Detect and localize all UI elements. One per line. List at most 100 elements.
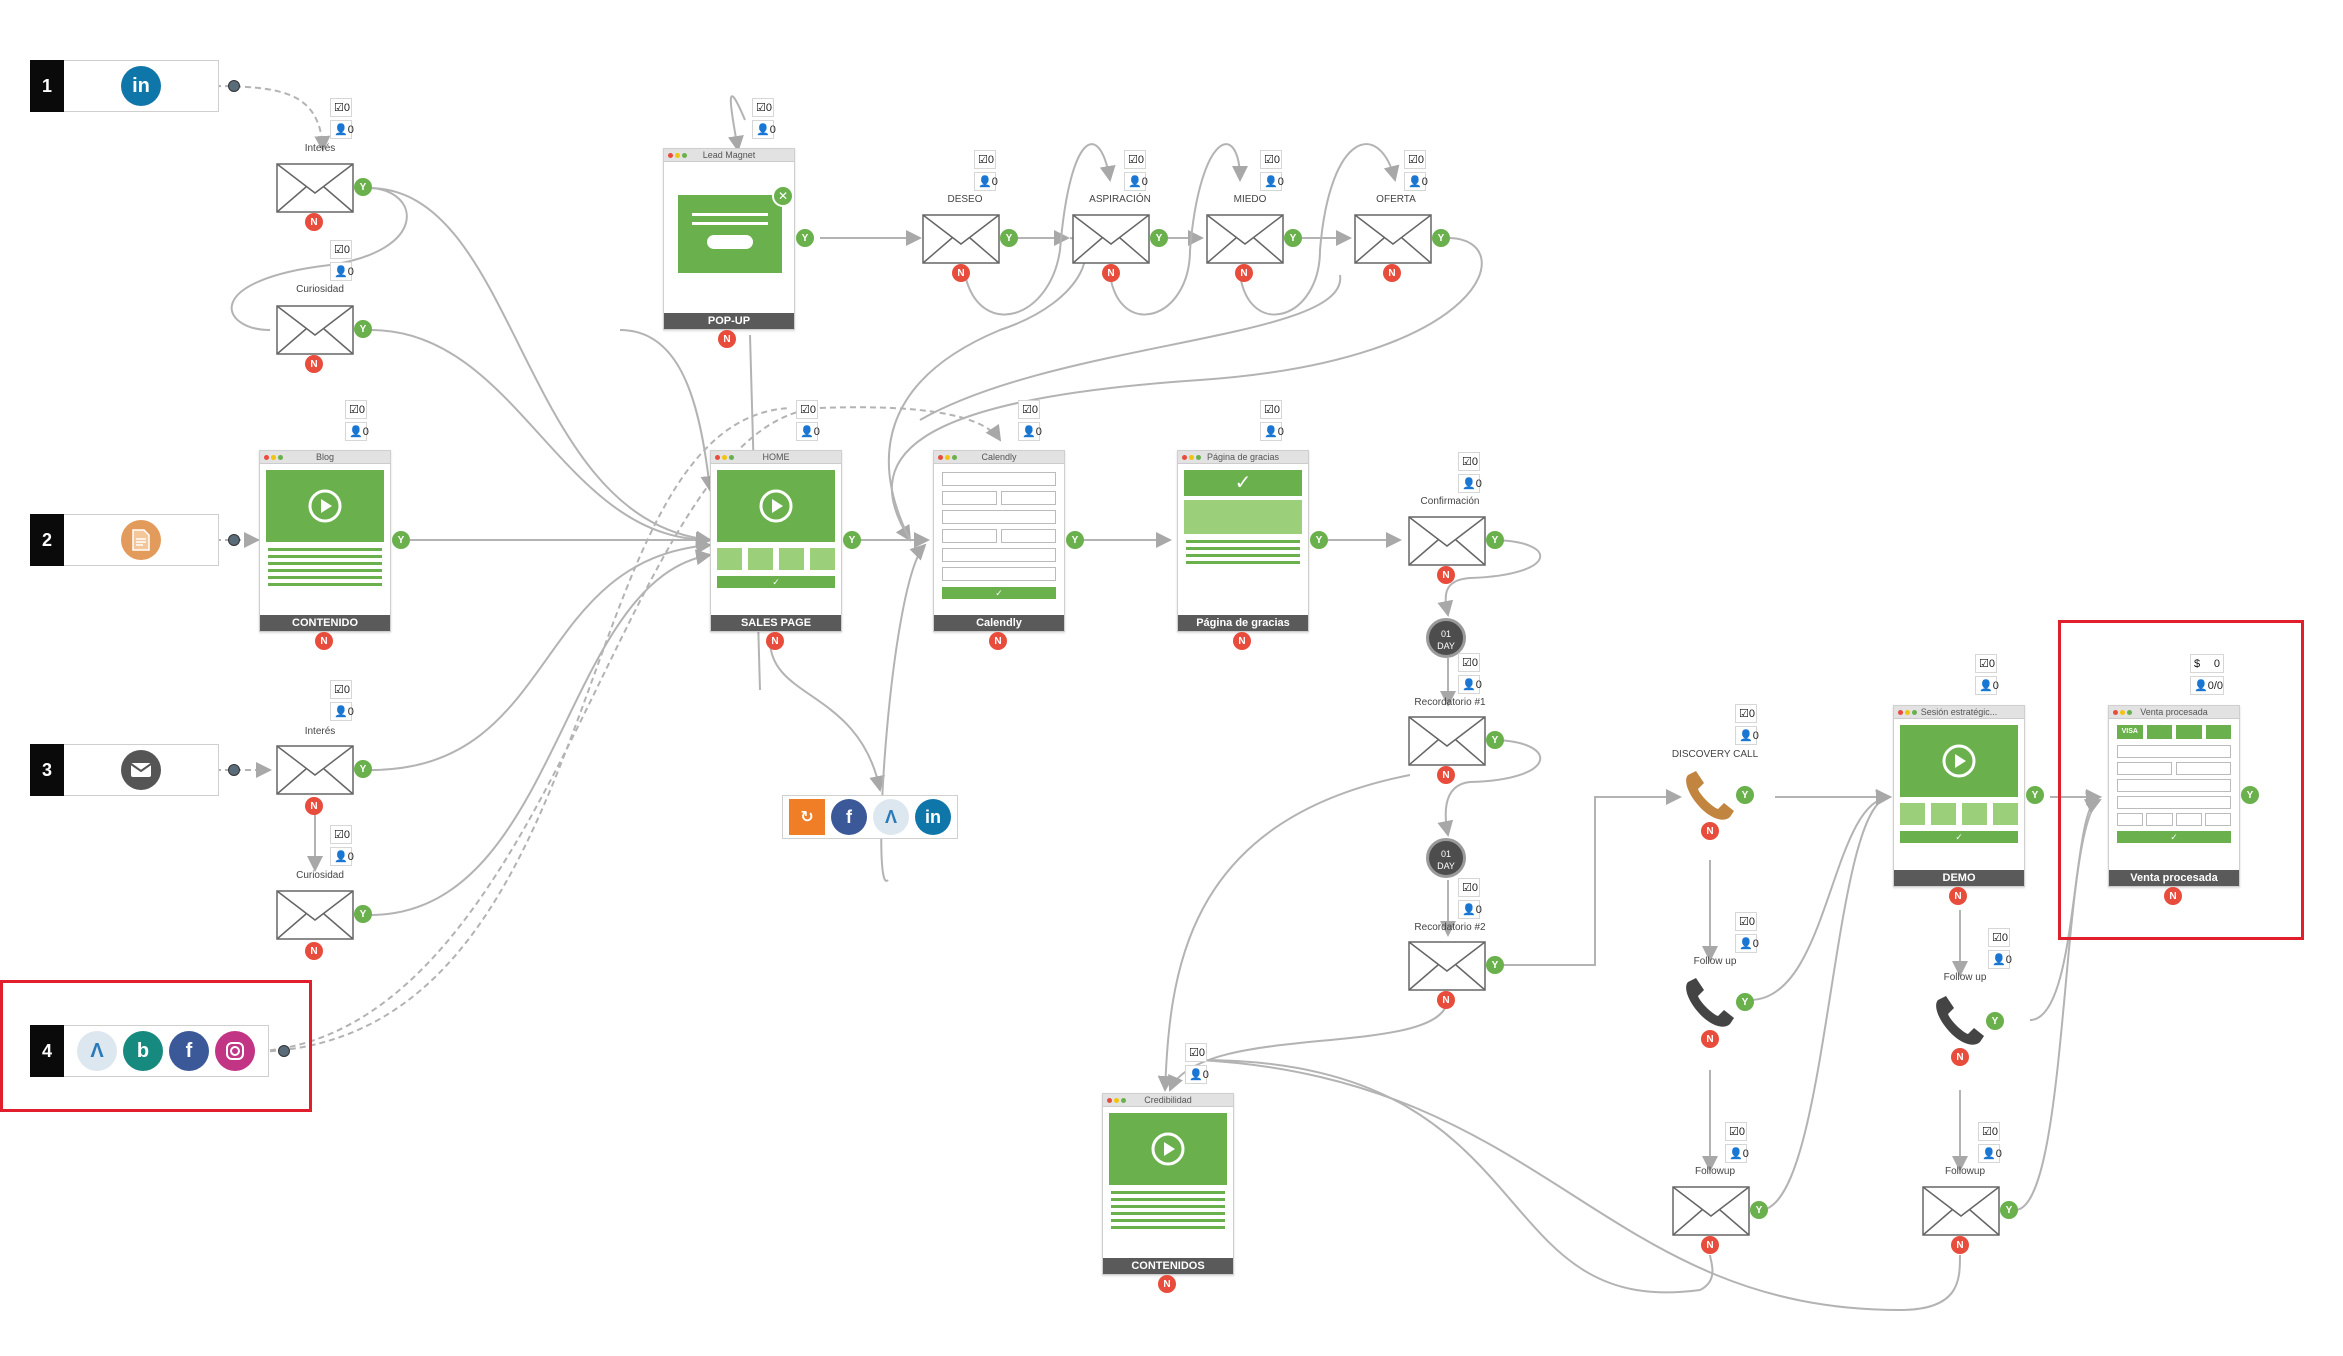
linkedin-icon: in <box>915 799 951 835</box>
stat-counter: ☑0👤0 <box>1458 452 1482 496</box>
phone-node-followup[interactable] <box>1680 972 1740 1037</box>
source-4[interactable]: 4 Λ b f <box>30 1025 290 1077</box>
no-badge[interactable]: N <box>1383 264 1401 282</box>
close-icon[interactable]: ✕ <box>772 185 794 207</box>
no-badge[interactable]: N <box>305 355 323 373</box>
no-badge[interactable]: N <box>305 213 323 231</box>
adwords-icon: Λ <box>77 1031 117 1071</box>
no-badge[interactable]: N <box>305 942 323 960</box>
page-title: Calendly <box>934 615 1064 631</box>
yes-badge[interactable]: Y <box>1486 956 1504 974</box>
amex-icon <box>2205 725 2231 739</box>
source-output-port[interactable] <box>278 1045 290 1057</box>
page-node-lead-magnet[interactable]: Lead Magnet ✕ POP-UP <box>663 148 795 330</box>
timer-icon[interactable]: 01 DAY <box>1426 838 1466 878</box>
yes-badge[interactable]: Y <box>1736 993 1754 1011</box>
yes-badge[interactable]: Y <box>2000 1201 2018 1219</box>
no-badge[interactable]: N <box>1949 887 1967 905</box>
no-badge[interactable]: N <box>952 264 970 282</box>
email-node-confirmacion[interactable] <box>1408 516 1486 566</box>
image-placeholder <box>1184 500 1302 534</box>
source-output-port[interactable] <box>228 764 240 776</box>
no-badge[interactable]: N <box>1235 264 1253 282</box>
page-node-blog[interactable]: Blog CONTENIDO <box>259 450 391 632</box>
yes-badge[interactable]: Y <box>1150 229 1168 247</box>
yes-badge[interactable]: Y <box>354 320 372 338</box>
dollar-icon: $ <box>2194 657 2201 670</box>
yes-badge[interactable]: Y <box>1486 531 1504 549</box>
timer-icon[interactable]: 01 DAY <box>1426 618 1466 658</box>
no-badge[interactable]: N <box>1951 1048 1969 1066</box>
email-node-followup-2[interactable] <box>1922 1186 2000 1236</box>
stat-counter: ☑0 👤0 <box>330 240 354 284</box>
email-node-followup[interactable] <box>1672 1186 1750 1236</box>
email-node-deseo[interactable] <box>922 214 1000 264</box>
page-node-calendly[interactable]: Calendly ✓ Calendly <box>933 450 1065 632</box>
email-node-interes-3[interactable] <box>276 745 354 795</box>
yes-badge[interactable]: Y <box>2026 786 2044 804</box>
yes-badge[interactable]: Y <box>1736 786 1754 804</box>
yes-badge[interactable]: Y <box>354 178 372 196</box>
source-output-port[interactable] <box>228 80 240 92</box>
no-badge[interactable]: N <box>766 632 784 650</box>
yes-badge[interactable]: Y <box>1486 731 1504 749</box>
yes-badge[interactable]: Y <box>1000 229 1018 247</box>
source-output-port[interactable] <box>228 534 240 546</box>
no-badge[interactable]: N <box>1233 632 1251 650</box>
page-node-sesion[interactable]: Sesión estratégic... ✓ DEMO <box>1893 705 2025 887</box>
no-badge[interactable]: N <box>315 632 333 650</box>
phone-node-discovery[interactable] <box>1680 765 1740 830</box>
no-badge[interactable]: N <box>2164 887 2182 905</box>
page-node-gracias[interactable]: Página de gracias ✓ Página de gracias <box>1177 450 1309 632</box>
yes-badge[interactable]: Y <box>796 229 814 247</box>
yes-badge[interactable]: Y <box>392 531 410 549</box>
email-node-recordatorio-1[interactable] <box>1408 716 1486 766</box>
yes-badge[interactable]: Y <box>354 760 372 778</box>
email-node-miedo[interactable] <box>1206 214 1284 264</box>
source-1[interactable]: 1 in <box>30 60 240 112</box>
no-badge[interactable]: N <box>1437 991 1455 1009</box>
page-title: POP-UP <box>664 313 794 329</box>
email-node-interes[interactable] <box>276 163 354 213</box>
step-label: Followup <box>1944 1166 1986 1177</box>
yes-badge[interactable]: Y <box>1284 229 1302 247</box>
yes-badge[interactable]: Y <box>1066 531 1084 549</box>
no-badge[interactable]: N <box>718 330 736 348</box>
no-badge[interactable]: N <box>1437 766 1455 784</box>
no-badge[interactable]: N <box>989 632 1007 650</box>
email-node-oferta[interactable] <box>1354 214 1432 264</box>
link-src1-interes <box>204 85 331 152</box>
email-node-curiosidad[interactable] <box>276 305 354 355</box>
yes-badge[interactable]: Y <box>1310 531 1328 549</box>
video-placeholder <box>717 470 835 542</box>
no-badge[interactable]: N <box>1951 1236 1969 1254</box>
yes-badge[interactable]: Y <box>2241 786 2259 804</box>
page-node-home[interactable]: HOME ✓ SALES PAGE <box>710 450 842 632</box>
yes-badge[interactable]: Y <box>1432 229 1450 247</box>
yes-badge[interactable]: Y <box>1986 1012 2004 1030</box>
email-node-aspiracion[interactable] <box>1072 214 1150 264</box>
yes-badge[interactable]: Y <box>1750 1201 1768 1219</box>
no-badge[interactable]: N <box>305 797 323 815</box>
email-node-curiosidad-3[interactable] <box>276 890 354 940</box>
no-badge[interactable]: N <box>1701 1030 1719 1048</box>
source-3[interactable]: 3 <box>30 744 240 796</box>
popup-preview <box>678 195 782 273</box>
source-2[interactable]: 2 <box>30 514 240 566</box>
checkmark-icon: ✓ <box>2117 831 2231 843</box>
no-badge[interactable]: N <box>1701 1236 1719 1254</box>
email-node-recordatorio-2[interactable] <box>1408 941 1486 991</box>
no-badge[interactable]: N <box>1701 822 1719 840</box>
retargeting-node[interactable]: ↻ f Λ in <box>782 795 958 839</box>
no-badge[interactable]: N <box>1102 264 1120 282</box>
page-node-credibilidad[interactable]: Credibilidad CONTENIDOS <box>1102 1093 1234 1275</box>
stat-counter: ☑0👤0 <box>1988 928 2012 972</box>
yes-badge[interactable]: Y <box>843 531 861 549</box>
no-badge[interactable]: N <box>1437 566 1455 584</box>
yes-badge[interactable]: Y <box>354 905 372 923</box>
link-curiosidad3-home <box>369 549 712 916</box>
no-badge[interactable]: N <box>1158 1275 1176 1293</box>
page-node-venta[interactable]: Venta procesada VISA ✓ Venta procesada <box>2108 705 2240 887</box>
phone-node-followup-2[interactable] <box>1930 990 1990 1055</box>
link-popup-home <box>619 329 717 492</box>
